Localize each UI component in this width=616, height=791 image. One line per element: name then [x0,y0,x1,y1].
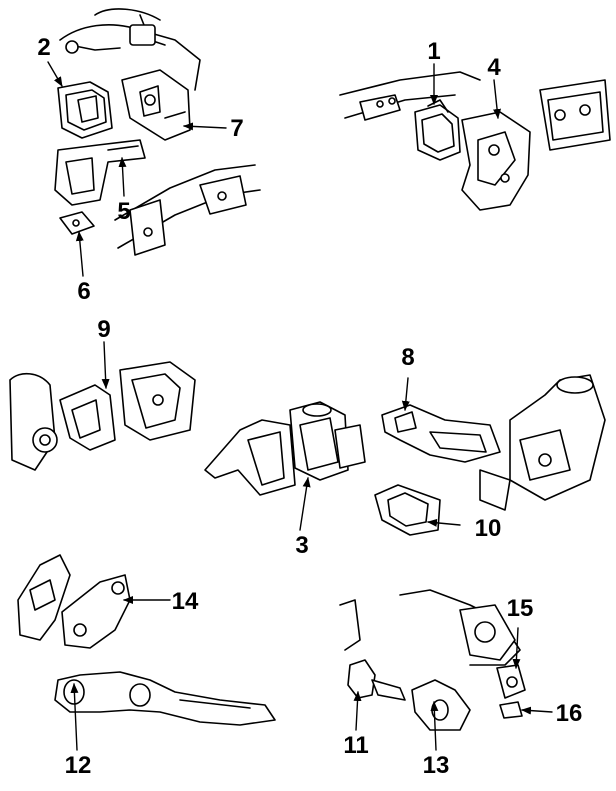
part-7-bracket [121,69,191,141]
callout-3: 3 [295,532,309,559]
part-10-insulator [374,484,441,536]
part-8-bracket [381,404,501,463]
callout-15: 15 [506,595,534,622]
callout-9: 9 [97,316,111,343]
callout-13: 13 [422,752,450,779]
part-4-bracket [461,111,531,211]
callout-6: 6 [77,278,91,305]
part-3-mount [289,401,349,481]
callout-12: 12 [64,752,92,779]
part-16-nut [499,701,523,719]
group-middle-center [204,401,366,496]
part-11-bolt [347,659,376,699]
part-12-mount [54,671,276,726]
part-9-bracket [59,384,116,451]
group-top-right [339,71,611,211]
callout-16: 16 [555,700,583,727]
callout-11: 11 [343,732,369,759]
callout-10: 10 [474,515,502,542]
leader-lines [47,61,553,751]
callout-1: 1 [427,38,441,65]
group-bottom-left [17,554,276,726]
callout-2: 2 [37,34,51,61]
callout-14: 14 [171,588,199,615]
part-3-bracket [204,419,296,496]
part-5-bracket [54,139,146,206]
callout-5: 5 [117,198,131,225]
group-middle-left [9,361,196,471]
callout-4: 4 [487,54,501,81]
callout-7: 7 [230,115,244,142]
callout-8: 8 [401,344,415,371]
group-top-left [54,8,261,256]
group-bottom-right [339,589,526,731]
group-middle-right [374,374,606,536]
